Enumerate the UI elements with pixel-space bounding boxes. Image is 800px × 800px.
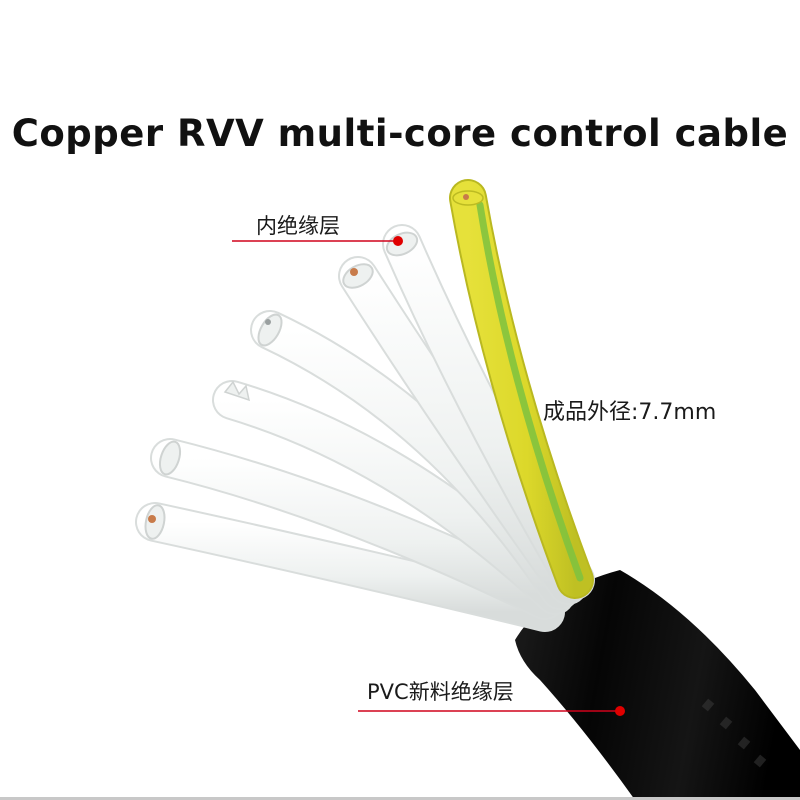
page-title: Copper RVV multi-core control cable bbox=[11, 112, 789, 155]
pvc-insulation-label: PVC新料绝缘层 bbox=[367, 680, 514, 704]
white-cores bbox=[135, 224, 595, 632]
outer-sheath bbox=[515, 570, 800, 800]
sheath-print bbox=[701, 698, 767, 768]
earth-core bbox=[449, 179, 594, 599]
callout-leaders bbox=[232, 236, 625, 716]
bottom-divider bbox=[0, 797, 800, 800]
inner-insulation-label: 内绝缘层 bbox=[256, 214, 340, 238]
outer-diameter-label: 成品外径:7.7mm bbox=[543, 400, 717, 425]
